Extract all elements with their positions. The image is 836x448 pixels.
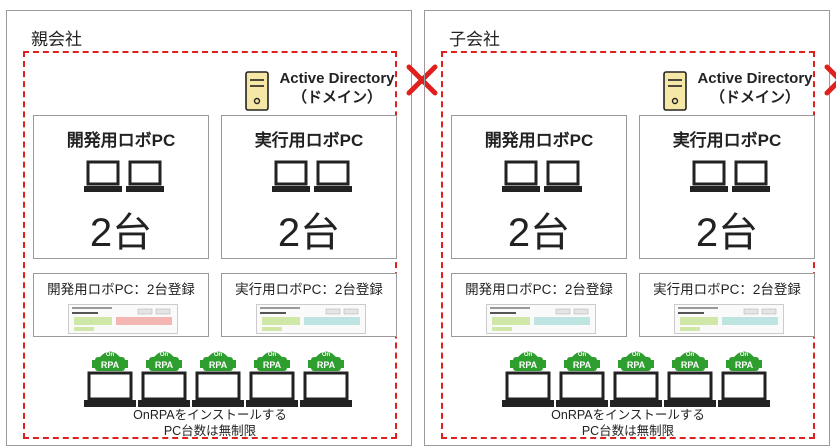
dev-robo-pc-box: 開発用ロボPC 2台 (451, 115, 627, 259)
svg-text:On: On (160, 352, 169, 358)
svg-text:RPA: RPA (681, 360, 700, 370)
server-icon (663, 71, 687, 111)
laptop-icon (502, 160, 582, 192)
svg-text:On: On (578, 352, 587, 358)
ad-line1: Active Directory (697, 70, 813, 87)
svg-text:RPA: RPA (101, 360, 120, 370)
x-mark-icon (406, 64, 438, 96)
registration-screenshot-thumbnail (486, 304, 596, 334)
subsidiary-company-panel: 子会社 Active Directory （ドメイン） 開発用ロボPC (424, 10, 836, 446)
ad-line1: Active Directory (279, 70, 395, 87)
svg-text:RPA: RPA (573, 360, 592, 370)
footer-note: OnRPAをインストールする PC台数は無制限 (443, 407, 813, 439)
svg-text:RPA: RPA (627, 360, 646, 370)
footer-line1: OnRPAをインストールする (551, 408, 705, 422)
laptop-icon (690, 160, 770, 192)
rpa-robot-icon: OnRPA (718, 351, 770, 407)
domain-boundary: Active Directory （ドメイン） 開発用ロボPC 2台 実行用ロボ… (23, 51, 438, 439)
footer-line2: PC台数は無制限 (581, 424, 675, 438)
exec-registration-label: 実行用ロボPC：2台登録 (235, 282, 383, 297)
rpa-robot-icon: OnRPA (502, 351, 554, 407)
svg-text:On: On (740, 352, 749, 358)
company-label: 親会社 (31, 30, 82, 50)
dev-robo-pc-count: 2台 (89, 211, 153, 255)
exec-robo-pc-count: 2台 (695, 211, 759, 255)
svg-text:On: On (686, 352, 695, 358)
dev-robo-pc-count: 2台 (507, 211, 571, 255)
ad-line2: （ドメイン） (709, 89, 800, 106)
svg-text:RPA: RPA (209, 360, 228, 370)
exec-registration-label: 実行用ロボPC：2台登録 (653, 282, 801, 297)
exec-registration-box: 実行用ロボPC：2台登録 (221, 273, 397, 337)
svg-text:On: On (632, 352, 641, 358)
exec-registration-box: 実行用ロボPC：2台登録 (639, 273, 815, 337)
svg-text:RPA: RPA (519, 360, 538, 370)
svg-text:On: On (106, 352, 115, 358)
registration-screenshot-thumbnail (674, 304, 784, 334)
dev-registration-label: 開発用ロボPC：2台登録 (465, 282, 613, 297)
active-directory-label: Active Directory （ドメイン） (693, 69, 817, 107)
rpa-robot-icon: OnRPA (138, 351, 190, 407)
rpa-robot-icon: OnRPA (84, 351, 136, 407)
svg-text:RPA: RPA (735, 360, 754, 370)
exec-robo-pc-box: 実行用ロボPC 2台 (639, 115, 815, 259)
laptop-icon (272, 160, 352, 192)
rpa-robot-icon: OnRPA (610, 351, 662, 407)
svg-text:On: On (322, 352, 331, 358)
registration-screenshot-thumbnail (68, 304, 178, 334)
laptop-icon (84, 160, 164, 192)
rpa-robot-icon: OnRPA (246, 351, 298, 407)
x-mark-icon (824, 64, 836, 96)
dev-registration-label: 開発用ロボPC：2台登録 (47, 282, 195, 297)
exec-robo-pc-count: 2台 (277, 211, 341, 255)
dev-registration-box: 開発用ロボPC：2台登録 (33, 273, 209, 337)
domain-boundary: Active Directory （ドメイン） 開発用ロボPC 2台 実行用ロボ… (441, 51, 836, 439)
svg-text:On: On (524, 352, 533, 358)
svg-text:On: On (268, 352, 277, 358)
registration-screenshot-thumbnail (256, 304, 366, 334)
dev-registration-box: 開発用ロボPC：2台登録 (451, 273, 627, 337)
footer-line1: OnRPAをインストールする (133, 408, 287, 422)
rpa-robot-icon: OnRPA (556, 351, 608, 407)
rpa-robot-icon: OnRPA (192, 351, 244, 407)
parent-company-panel: 親会社 Active Directory （ドメイン） 開発用ロボPC (6, 10, 438, 446)
footer-line2: PC台数は無制限 (163, 424, 257, 438)
exec-robo-pc-title: 実行用ロボPC (672, 131, 782, 150)
rpa-robot-icon: OnRPA (300, 351, 352, 407)
svg-text:RPA: RPA (317, 360, 336, 370)
rpa-robot-icon: OnRPA (664, 351, 716, 407)
active-directory-label: Active Directory （ドメイン） (275, 69, 399, 107)
svg-text:On: On (214, 352, 223, 358)
company-label: 子会社 (449, 30, 500, 50)
svg-text:RPA: RPA (263, 360, 282, 370)
footer-note: OnRPAをインストールする PC台数は無制限 (25, 407, 395, 439)
dev-robo-pc-title: 開発用ロボPC (66, 131, 176, 150)
dev-robo-pc-box: 開発用ロボPC 2台 (33, 115, 209, 259)
active-directory: Active Directory （ドメイン） (235, 64, 438, 113)
server-icon (245, 71, 269, 111)
dev-robo-pc-title: 開発用ロボPC (484, 131, 594, 150)
ad-line2: （ドメイン） (291, 89, 382, 106)
exec-robo-pc-box: 実行用ロボPC 2台 (221, 115, 397, 259)
exec-robo-pc-title: 実行用ロボPC (254, 131, 364, 150)
svg-text:RPA: RPA (155, 360, 174, 370)
active-directory: Active Directory （ドメイン） (653, 64, 836, 113)
